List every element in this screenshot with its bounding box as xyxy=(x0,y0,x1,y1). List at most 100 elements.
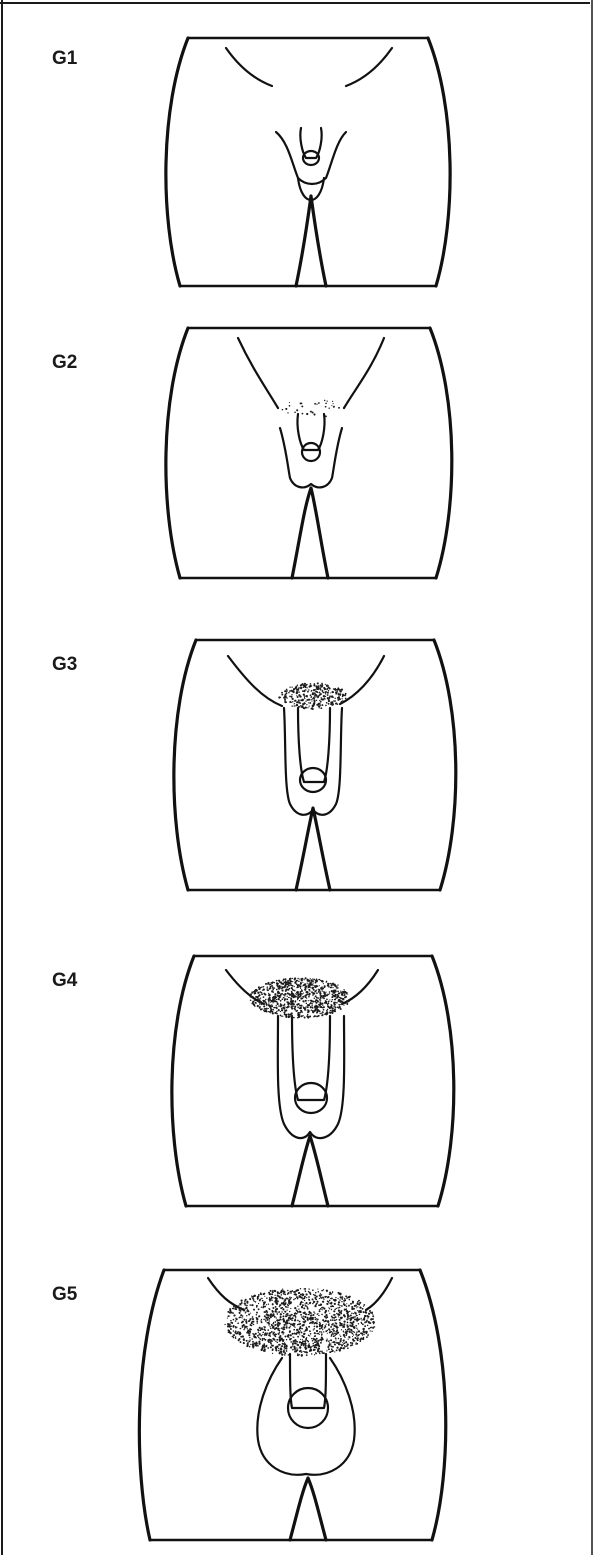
hair-stipple-dot xyxy=(278,1009,280,1011)
hair-stipple-dot xyxy=(334,689,336,691)
hair-stipple-dot xyxy=(309,1330,311,1332)
hair-stipple-dot xyxy=(312,1321,314,1323)
hair-stipple-dot xyxy=(278,1348,279,1349)
hair-stipple-dot xyxy=(268,1332,270,1334)
hair-stipple-dot xyxy=(310,1333,312,1335)
hair-stipple-dot xyxy=(306,1003,308,1005)
hair-stipple-dot xyxy=(321,1352,323,1354)
hair-stipple-dot xyxy=(258,1308,260,1310)
hair-stipple-dot xyxy=(236,1332,238,1334)
hair-stipple-dot xyxy=(288,1292,290,1294)
hair-stipple-dot xyxy=(358,1330,360,1332)
hair-stipple-dot xyxy=(313,413,315,415)
hair-stipple-dot xyxy=(274,1290,276,1292)
hair-stipple-dot xyxy=(277,985,279,987)
hair-stipple-dot xyxy=(287,980,289,982)
hair-stipple-dot xyxy=(350,1322,352,1324)
hair-stipple-dot xyxy=(339,1334,340,1335)
hair-stipple-dot xyxy=(319,999,321,1001)
hair-stipple-dot xyxy=(290,981,292,983)
hair-stipple-dot xyxy=(304,683,306,685)
hair-stipple-dot xyxy=(309,699,311,701)
hair-stipple-dot xyxy=(257,1329,259,1331)
hair-stipple-dot xyxy=(301,684,302,685)
hair-stipple-dot xyxy=(260,1320,262,1322)
hair-stipple-dot xyxy=(316,997,318,999)
hair-stipple-dot xyxy=(328,1324,330,1326)
hair-stipple-dot xyxy=(231,1326,232,1327)
hair-stipple-dot xyxy=(297,984,299,986)
hair-stipple-dot xyxy=(251,1295,252,1296)
hair-stipple-dot xyxy=(343,1343,344,1344)
hair-stipple-dot xyxy=(326,994,328,996)
hair-stipple-dot xyxy=(284,1354,286,1356)
hair-stipple-dot xyxy=(313,1314,315,1316)
hair-stipple-dot xyxy=(320,1297,322,1299)
hair-stipple-dot xyxy=(328,686,330,688)
hair-stipple-dot xyxy=(333,1335,335,1337)
hair-stipple-dot xyxy=(302,690,304,692)
stage-g2-label: G2 xyxy=(52,352,77,373)
hair-stipple-dot xyxy=(331,1297,333,1299)
hair-stipple-dot xyxy=(341,1301,342,1302)
hair-stipple-dot xyxy=(346,1308,347,1309)
hair-stipple-dot xyxy=(323,983,324,984)
hair-stipple-dot xyxy=(269,1326,270,1327)
hair-stipple-dot xyxy=(344,994,346,996)
hair-stipple-dot xyxy=(271,1310,273,1312)
hair-stipple-dot xyxy=(292,985,294,987)
hair-stipple-dot xyxy=(287,1304,288,1305)
hair-stipple-dot xyxy=(318,991,320,993)
hair-stipple-dot xyxy=(294,1339,296,1341)
hair-stipple-dot xyxy=(254,1344,256,1346)
hair-stipple-dot xyxy=(276,1005,277,1006)
hair-stipple-dot xyxy=(356,1303,358,1305)
hair-stipple-dot xyxy=(358,1300,360,1302)
hair-stipple-dot xyxy=(364,1332,365,1333)
hair-stipple-dot xyxy=(307,1011,309,1013)
hair-stipple-dot xyxy=(280,1347,281,1348)
hair-stipple-dot xyxy=(301,405,303,407)
hair-stipple-dot xyxy=(343,1340,345,1342)
hair-stipple-dot xyxy=(297,1306,298,1307)
hair-stipple-dot xyxy=(352,1336,353,1337)
hair-stipple-dot xyxy=(321,1333,323,1335)
hair-stipple-dot xyxy=(274,1316,276,1318)
hair-stipple-dot xyxy=(309,1299,311,1301)
hair-stipple-dot xyxy=(267,1322,269,1324)
hair-stipple-dot xyxy=(253,1321,254,1322)
hair-stipple-dot xyxy=(338,693,339,694)
hair-stipple-dot xyxy=(341,1305,343,1307)
hair-stipple-dot xyxy=(230,1332,232,1334)
hair-stipple-dot xyxy=(276,1313,278,1315)
hair-stipple-dot xyxy=(289,1302,291,1304)
hair-stipple-dot xyxy=(300,1294,302,1296)
hair-stipple-dot xyxy=(289,988,291,990)
hair-stipple-dot xyxy=(297,696,299,698)
hair-stipple-dot xyxy=(336,997,337,998)
hair-stipple-dot xyxy=(297,1006,299,1008)
hair-stipple-dot xyxy=(275,1001,276,1002)
hair-stipple-dot xyxy=(300,705,301,706)
hair-stipple-dot xyxy=(330,1006,332,1008)
hair-stipple-dot xyxy=(268,1011,269,1012)
hair-stipple-dot xyxy=(247,1330,249,1332)
hair-stipple-dot xyxy=(323,699,324,700)
hair-stipple-dot xyxy=(272,1012,274,1014)
hair-stipple-dot xyxy=(320,693,321,694)
hair-stipple-dot xyxy=(263,1343,265,1345)
hair-stipple-dot xyxy=(258,1341,260,1343)
hair-stipple-dot xyxy=(283,994,284,995)
hair-stipple-dot xyxy=(279,996,281,998)
hair-stipple-dot xyxy=(281,1345,283,1347)
hair-stipple-dot xyxy=(261,1307,262,1308)
hair-stipple-dot xyxy=(315,1347,317,1349)
hair-stipple-dot xyxy=(338,1004,339,1005)
hair-stipple-dot xyxy=(298,1308,299,1309)
hair-stipple-dot xyxy=(295,1347,297,1349)
hair-stipple-dot xyxy=(313,983,314,984)
hair-stipple-dot xyxy=(283,1351,285,1353)
hair-stipple-dot xyxy=(299,1321,301,1323)
hair-stipple-dot xyxy=(295,1298,296,1299)
hair-stipple-dot xyxy=(291,987,293,989)
